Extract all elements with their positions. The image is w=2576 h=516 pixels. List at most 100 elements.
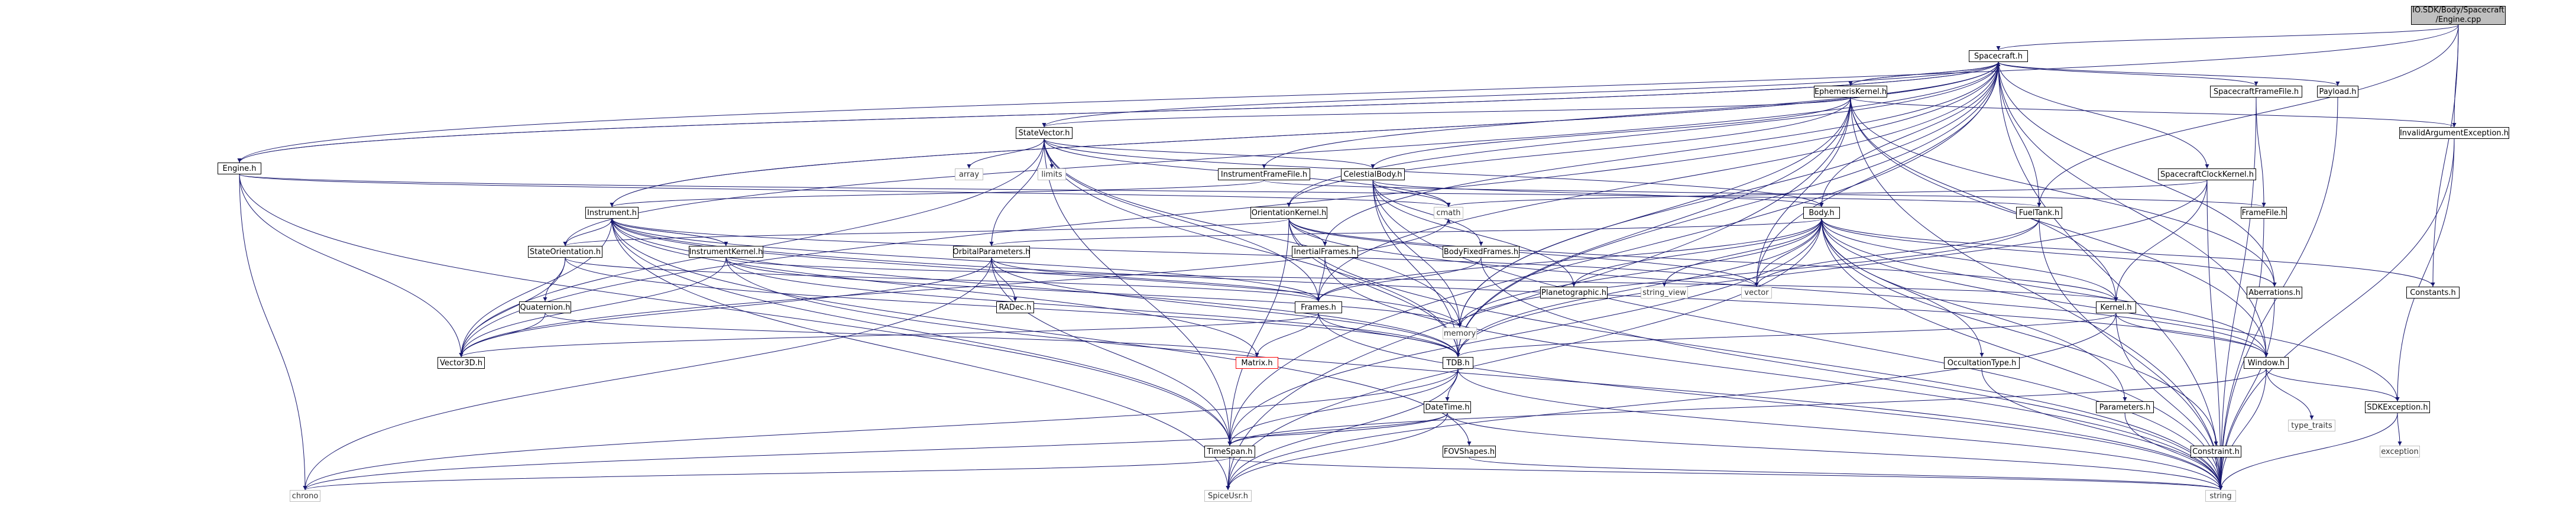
- edge-datetime-h-to-timespan-h: [1227, 413, 1448, 446]
- node-quaternion-h[interactable]: Quaternion.h: [519, 301, 571, 313]
- edge-kernel-h-to-spiceusr-h: [1226, 313, 2117, 491]
- edge-statevector-h-to-celestialbody-h: [1044, 138, 1375, 169]
- edge-instrument-h-to-spiceusr-h: [611, 218, 1230, 491]
- edge-tdb-h-to-string: [1457, 368, 2223, 491]
- node-spacecraftclockkernel-h[interactable]: SpacecraftClockKernel.h: [2158, 168, 2256, 180]
- node-constants-h[interactable]: Constants.h: [2406, 287, 2460, 298]
- edge-spacecraft-h-to-fueltank-h: [1998, 61, 2042, 207]
- edge-root-to-constants-h: [2431, 24, 2459, 287]
- node-array: array: [955, 168, 983, 180]
- node-spacecraftframefile-h[interactable]: SpacecraftFrameFile.h: [2210, 86, 2302, 98]
- node-string-view: string_view: [1641, 287, 1688, 298]
- edge-instrument-h-to-vector: [611, 218, 1759, 287]
- edge-statevector-h-to-timespan-h: [1044, 138, 1232, 446]
- edge-spacecraft-h-to-window-h: [1998, 61, 2269, 358]
- node-root[interactable]: IO.SDK/Body/Spacecraft /Engine.cpp: [2411, 6, 2506, 25]
- node-cmath: cmath: [1434, 207, 1463, 219]
- edge-spacecraft-h-to-body-h: [1819, 61, 1999, 207]
- node-string: string: [2205, 490, 2236, 502]
- node-matrix-h[interactable]: Matrix.h: [1236, 357, 1278, 369]
- edge-instrumentkernel-h-to-tdb-h: [725, 257, 1460, 358]
- edge-body-h-to-parameters-h: [1821, 218, 2127, 402]
- node-datetime-h[interactable]: DateTime.h: [1424, 401, 1471, 413]
- edge-celestialbody-h-to-tdb-h: [1372, 180, 1460, 358]
- node-vector: vector: [1741, 287, 1772, 298]
- edge-invalidarg-h-to-string: [2218, 138, 2455, 491]
- node-frames-h[interactable]: Frames.h: [1295, 301, 1342, 313]
- node-inertialframes-h[interactable]: InertialFrames.h: [1292, 246, 1358, 258]
- node-instrumentframefile-h[interactable]: InstrumentFrameFile.h: [1218, 168, 1310, 180]
- edge-body-h-to-planetographic-h: [1571, 218, 1822, 287]
- node-framefile-h[interactable]: FrameFile.h: [2241, 207, 2287, 219]
- edge-spacecraft-h-to-payload-h: [1998, 61, 2340, 86]
- node-timespan-h[interactable]: TimeSpan.h: [1204, 446, 1255, 457]
- edge-ephemeriskernel-h-to-celestialbody-h: [1370, 97, 1851, 169]
- node-payload-h[interactable]: Payload.h: [2317, 86, 2358, 98]
- node-aberrations-h[interactable]: Aberrations.h: [2247, 287, 2302, 298]
- edge-stateorientation-h-to-vector3d-h: [459, 257, 566, 358]
- node-fovshapes-h[interactable]: FOVShapes.h: [1443, 446, 1496, 457]
- node-invalidarg-h[interactable]: InvalidArgumentException.h: [2399, 127, 2509, 139]
- node-instrumentkernel-h[interactable]: InstrumentKernel.h: [689, 246, 763, 258]
- node-tdb-h[interactable]: TDB.h: [1443, 357, 1473, 369]
- node-parameters-h[interactable]: Parameters.h: [2096, 401, 2154, 413]
- node-statevector-h[interactable]: StateVector.h: [1016, 127, 1072, 139]
- edge-datetime-h-to-string: [1447, 413, 2223, 491]
- edge-spacecraft-h-to-tdb-h: [1456, 61, 1999, 358]
- edge-root-to-fueltank-h: [2037, 24, 2459, 207]
- edge-ephemeriskernel-h-to-spacecraft-h: [1850, 61, 2001, 86]
- edge-frames-h-to-string: [1318, 313, 2223, 491]
- node-bodyfixedframes-h[interactable]: BodyFixedFrames.h: [1443, 246, 1519, 258]
- node-ephemeriskernel-h[interactable]: EphemerisKernel.h: [1814, 86, 1887, 98]
- node-engine-h[interactable]: Engine.h: [218, 163, 261, 174]
- node-radec-h[interactable]: RADec.h: [996, 301, 1034, 313]
- node-stateorientation-h[interactable]: StateOrientation.h: [528, 246, 602, 258]
- edge-window-h-to-timespan-h: [1227, 368, 2267, 446]
- edge-ephemeriskernel-h-to-string: [1850, 97, 2223, 491]
- edge-instrumentkernel-h-to-vector3d-h: [459, 257, 727, 358]
- node-chrono: chrono: [290, 490, 320, 502]
- edge-instrument-h-to-vector3d-h: [459, 218, 613, 358]
- node-celestialbody-h[interactable]: CelestialBody.h: [1341, 168, 1405, 180]
- edge-stateorientation-h-to-frames-h: [565, 257, 1321, 302]
- node-orientationkernel-h[interactable]: OrientationKernel.h: [1250, 207, 1327, 219]
- edge-occultationtype-h-to-string: [1981, 368, 2223, 491]
- node-constraint-h[interactable]: Constraint.h: [2191, 446, 2241, 457]
- edge-statevector-h-to-array: [967, 138, 1045, 169]
- node-window-h[interactable]: Window.h: [2244, 357, 2289, 369]
- edge-instrumentkernel-h-to-kernel-h: [725, 257, 2118, 302]
- edge-engine-h-to-cmath: [239, 174, 1450, 207]
- edge-spacecraft-h-to-instrumentframefile-h: [1262, 61, 1999, 169]
- edge-fueltank-h-to-string: [2039, 218, 2223, 491]
- edge-orbitalparameters-h-to-frames-h: [991, 257, 1321, 302]
- node-instrument-h[interactable]: Instrument.h: [585, 207, 639, 219]
- edge-ephemeriskernel-h-to-memory: [1457, 97, 1851, 328]
- edge-frames-h-to-vector3d-h: [459, 313, 1319, 358]
- edge-instrumentframefile-h-to-framefile-h: [1263, 180, 2266, 207]
- node-sdkexception-h[interactable]: SDKException.h: [2365, 401, 2430, 413]
- node-vector3d-h[interactable]: Vector3D.h: [438, 357, 485, 369]
- node-fueltank-h[interactable]: FuelTank.h: [2016, 207, 2062, 219]
- edge-statevector-h-to-tdb-h: [1044, 138, 1460, 358]
- edge-ephemeriskernel-h-to-spiceusr-h: [1226, 97, 1851, 491]
- edge-timespan-h-to-string: [1229, 457, 2223, 491]
- edge-framefile-h-to-string: [2218, 218, 2264, 491]
- edge-statevector-h-to-orbitalparameters-h: [989, 138, 1045, 246]
- node-orbitalparameters-h[interactable]: OrbitalParameters.h: [953, 246, 1030, 258]
- edge-celestialbody-h-to-cmath: [1372, 180, 1451, 207]
- edge-spacecraft-h-to-inertialframes-h: [1323, 61, 1999, 246]
- node-spacecraft-h[interactable]: Spacecraft.h: [1969, 50, 2028, 62]
- node-kernel-h[interactable]: Kernel.h: [2096, 301, 2136, 313]
- node-body-h[interactable]: Body.h: [1803, 207, 1840, 219]
- edge-fovshapes-h-to-string: [1469, 457, 2223, 491]
- edge-invalidarg-h-to-sdkexception-h: [2395, 138, 2455, 402]
- node-planetographic-h[interactable]: Planetographic.h: [1540, 287, 1608, 298]
- edge-ephemeriskernel-h-to-window-h: [1850, 97, 2269, 358]
- edge-kernel-h-to-window-h: [2115, 313, 2269, 358]
- edge-root-to-engine-h: [237, 24, 2459, 163]
- edge-spacecraftclockkernel-h-to-string: [2206, 180, 2223, 491]
- edge-body-h-to-vector: [1754, 218, 1822, 287]
- edge-instrumentframefile-h-to-instrument-h: [610, 180, 1265, 207]
- edge-bodyfixedframes-h-to-frames-h: [1316, 257, 1482, 302]
- node-occultationtype-h[interactable]: OccultationType.h: [1944, 357, 2020, 369]
